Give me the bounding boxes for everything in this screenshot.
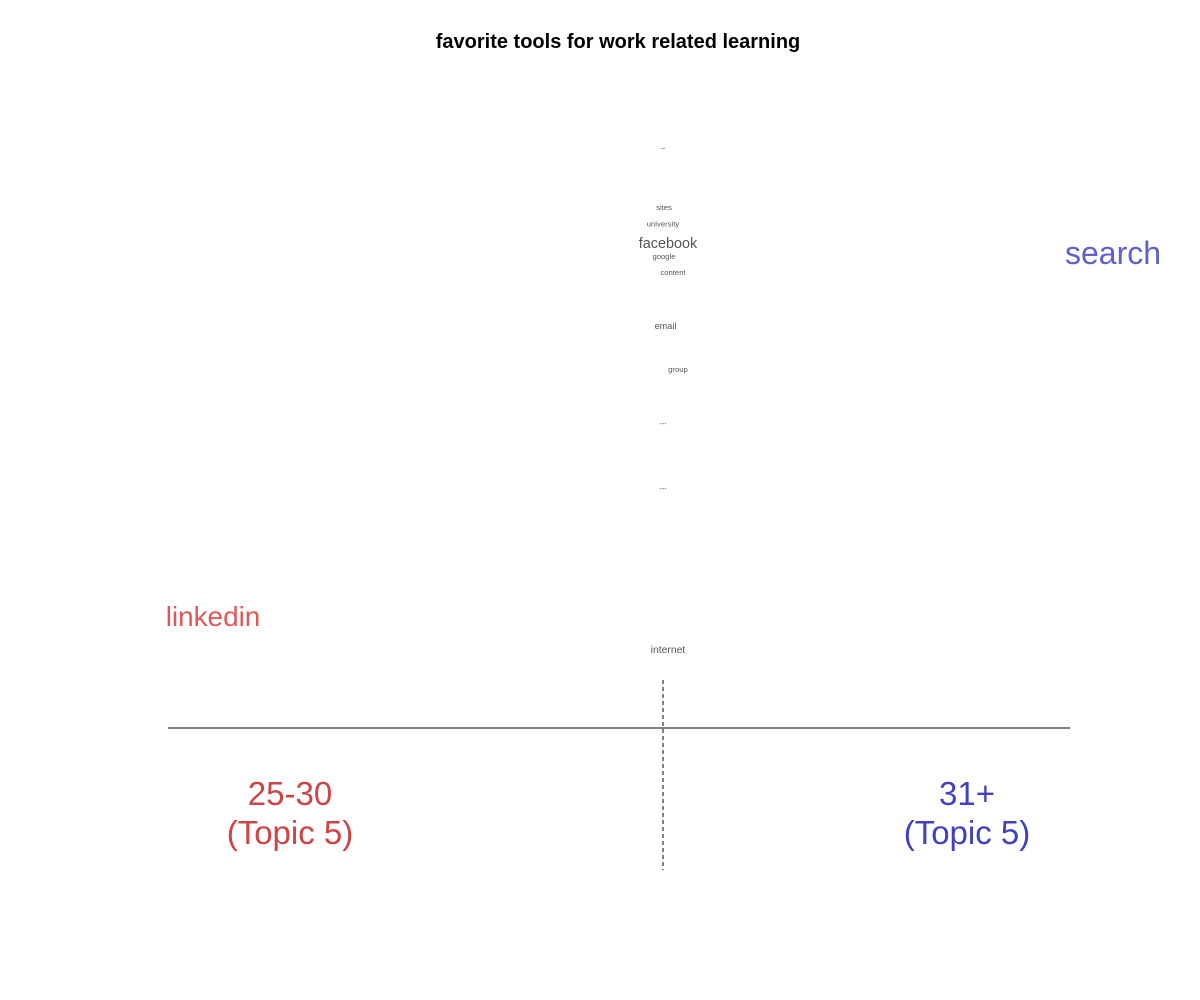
term-label: facebook — [639, 236, 698, 252]
term-label: sites — [656, 203, 672, 212]
term-label: --- — [659, 484, 667, 493]
group-left-label-line1: 25-30 — [248, 775, 332, 812]
group-right-label-line1: 31+ — [939, 775, 995, 812]
term-label: --- — [659, 419, 667, 428]
term-label: search — [1065, 235, 1161, 271]
terms-layer: search linkedin facebook internet email ~ site… — [166, 144, 1161, 656]
term-label: email — [655, 321, 677, 331]
term-label: ~ — [661, 144, 666, 153]
group-left-label-line2: (Topic 5) — [227, 814, 354, 851]
term-label: internet — [651, 645, 686, 656]
group-right-label-line2: (Topic 5) — [904, 814, 1031, 851]
term-label: linkedin — [166, 601, 261, 632]
term-label: google — [652, 252, 675, 261]
term-label: content — [660, 268, 686, 277]
term-label: group — [668, 365, 688, 374]
term-label: university — [647, 219, 680, 228]
chart-title: favorite tools for work related learning — [436, 31, 801, 53]
